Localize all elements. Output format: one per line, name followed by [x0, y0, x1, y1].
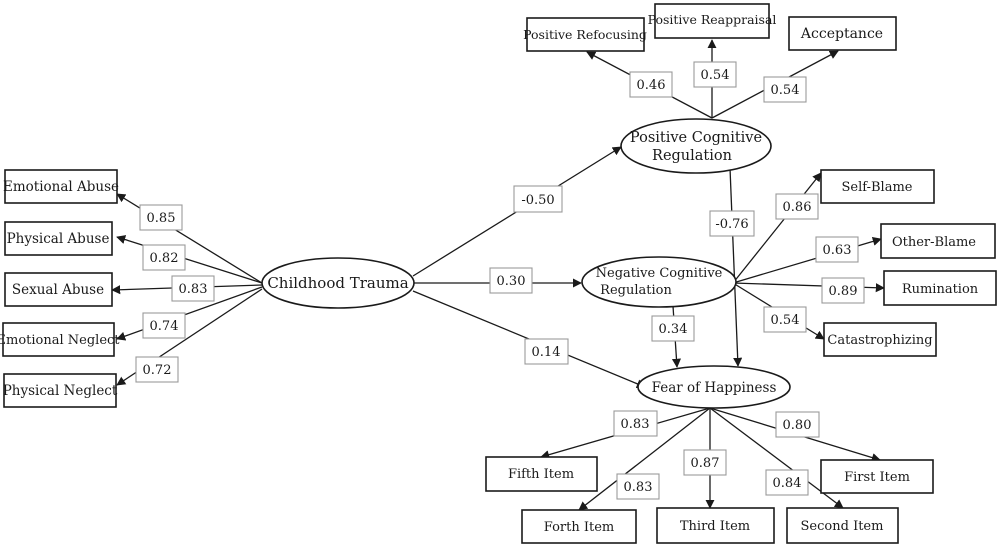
weight-third-item-value: 0.87: [691, 456, 720, 471]
weight-forth-item: 0.83: [616, 473, 660, 500]
weight-acceptance: 0.54: [763, 76, 807, 103]
weight-emotional-abuse: 0.85: [139, 204, 183, 231]
weight-acceptance-value: 0.54: [771, 83, 800, 98]
box-second-item-label: Second Item: [801, 519, 884, 534]
box-emotional-abuse-label: Emotional Abuse: [3, 179, 119, 195]
weight-first-item-value: 0.80: [783, 418, 812, 433]
node-positive-label-line2: Regulation: [652, 148, 732, 164]
weight-trauma-to-fear: 0.14: [524, 338, 569, 365]
edge-trauma-emotional-abuse: [116, 193, 263, 284]
box-emotional-neglect: Emotional Neglect: [0, 322, 120, 357]
box-fifth-item-label: Fifth Item: [508, 467, 574, 482]
weight-physical-neglect: 0.72: [135, 356, 179, 383]
weight-physical-abuse-value: 0.82: [150, 251, 179, 266]
weight-other-blame: 0.63: [815, 236, 859, 263]
weight-emotional-neglect-value: 0.74: [150, 319, 179, 334]
box-fifth-item: Fifth Item: [485, 456, 598, 492]
weight-sexual-abuse: 0.83: [171, 275, 215, 302]
node-negative-cognitive-regulation: Negative Cognitive Regulation: [581, 256, 737, 308]
edge-trauma-physical-abuse: [116, 235, 263, 284]
weight-catastrophizing: 0.54: [763, 306, 807, 333]
box-third-item: Third Item: [656, 507, 775, 544]
box-acceptance: Acceptance: [788, 16, 897, 51]
weight-first-item: 0.80: [775, 411, 820, 438]
weight-self-blame-value: 0.86: [783, 200, 812, 215]
weight-positive-to-fear: -0.76: [709, 210, 755, 237]
weight-trauma-to-fear-value: 0.14: [532, 345, 561, 360]
weight-second-item: 0.84: [765, 469, 809, 496]
box-forth-item: Forth Item: [521, 509, 637, 544]
weight-negative-to-fear-value: 0.34: [659, 322, 688, 337]
weight-rumination: 0.89: [821, 277, 865, 304]
weight-physical-abuse: 0.82: [142, 244, 186, 271]
weight-positive-reappraisal: 0.54: [693, 61, 737, 88]
box-first-item: First Item: [820, 459, 934, 494]
weight-positive-to-fear-value: -0.76: [715, 217, 748, 232]
edge-fear-forth: [578, 407, 711, 511]
weight-other-blame-value: 0.63: [823, 243, 852, 258]
box-sexual-abuse: Sexual Abuse: [4, 272, 113, 307]
node-positive-label-line1: Positive Cognitive: [630, 130, 762, 146]
box-positive-reappraisal: Positive Reappraisal: [648, 3, 777, 39]
weight-third-item: 0.87: [683, 449, 727, 476]
box-acceptance-label: Acceptance: [800, 26, 883, 42]
box-rumination-label: Rumination: [902, 282, 979, 297]
box-positive-refocusing: Positive Refocusing: [523, 17, 647, 52]
box-rumination: Rumination: [883, 270, 997, 306]
weight-positive-refocusing-value: 0.46: [637, 78, 666, 93]
weight-emotional-neglect: 0.74: [142, 312, 186, 339]
box-forth-item-label: Forth Item: [544, 520, 614, 535]
weight-trauma-to-negative: 0.30: [489, 267, 533, 294]
node-negative-label-line1: Negative Cognitive: [596, 266, 723, 281]
box-first-item-label: First Item: [844, 470, 910, 485]
weight-positive-reappraisal-value: 0.54: [701, 68, 730, 83]
node-fear-of-happiness: Fear of Happiness: [637, 365, 791, 409]
box-second-item: Second Item: [786, 507, 899, 544]
box-physical-abuse: Physical Abuse: [4, 221, 113, 256]
box-other-blame: Other-Blame: [880, 223, 996, 259]
box-emotional-neglect-label: Emotional Neglect: [0, 333, 120, 348]
box-third-item-label: Third Item: [680, 519, 750, 534]
weight-rumination-value: 0.89: [829, 284, 858, 299]
box-positive-refocusing-label: Positive Refocusing: [523, 27, 647, 42]
box-physical-neglect-label: Physical Neglect: [3, 383, 118, 399]
node-positive-cognitive-regulation: Positive Cognitive Regulation: [620, 118, 772, 174]
box-catastrophizing-label: Catastrophizing: [827, 333, 932, 348]
edge-trauma-emotional-neglect: [116, 286, 263, 341]
edge-positive-to-fear: [729, 167, 743, 367]
weight-physical-neglect-value: 0.72: [143, 363, 172, 378]
indicator-boxes: Emotional Abuse Physical Abuse Sexual Ab…: [0, 3, 997, 544]
node-fear-label: Fear of Happiness: [652, 380, 777, 396]
weight-fifth-item: 0.83: [613, 410, 658, 437]
weight-trauma-to-positive: -0.50: [513, 185, 563, 213]
weight-self-blame: 0.86: [775, 193, 819, 220]
node-negative-label-line2: Regulation: [600, 283, 672, 298]
box-positive-reappraisal-label: Positive Reappraisal: [648, 12, 777, 27]
box-self-blame: Self-Blame: [820, 169, 935, 204]
box-catastrophizing: Catastrophizing: [823, 322, 937, 357]
box-self-blame-label: Self-Blame: [842, 180, 913, 195]
box-physical-abuse-label: Physical Abuse: [7, 231, 110, 247]
weight-positive-refocusing: 0.46: [629, 71, 673, 98]
edge-negative-other-blame: [732, 236, 882, 284]
edge-negative-self-blame: [732, 172, 822, 284]
weight-fifth-item-value: 0.83: [621, 417, 650, 432]
box-sexual-abuse-label: Sexual Abuse: [12, 282, 104, 298]
box-other-blame-label: Other-Blame: [892, 235, 976, 250]
node-childhood-trauma-label: Childhood Trauma: [267, 274, 408, 292]
box-physical-neglect: Physical Neglect: [3, 373, 118, 408]
latent-nodes: Childhood Trauma Positive Cognitive Regu…: [261, 118, 791, 409]
weight-trauma-to-negative-value: 0.30: [497, 274, 526, 289]
box-emotional-abuse: Emotional Abuse: [3, 169, 119, 204]
weight-forth-item-value: 0.83: [624, 480, 653, 495]
weight-emotional-abuse-value: 0.85: [147, 211, 176, 226]
weight-trauma-to-positive-value: -0.50: [521, 193, 554, 208]
weight-catastrophizing-value: 0.54: [771, 313, 800, 328]
weight-negative-to-fear: 0.34: [651, 315, 695, 342]
weight-second-item-value: 0.84: [773, 476, 802, 491]
weight-sexual-abuse-value: 0.83: [179, 282, 208, 297]
node-childhood-trauma: Childhood Trauma: [261, 257, 415, 309]
weight-labels: 0.85 0.82 0.83 0.74 0.72 -0.50 0.30 0.: [135, 61, 865, 500]
